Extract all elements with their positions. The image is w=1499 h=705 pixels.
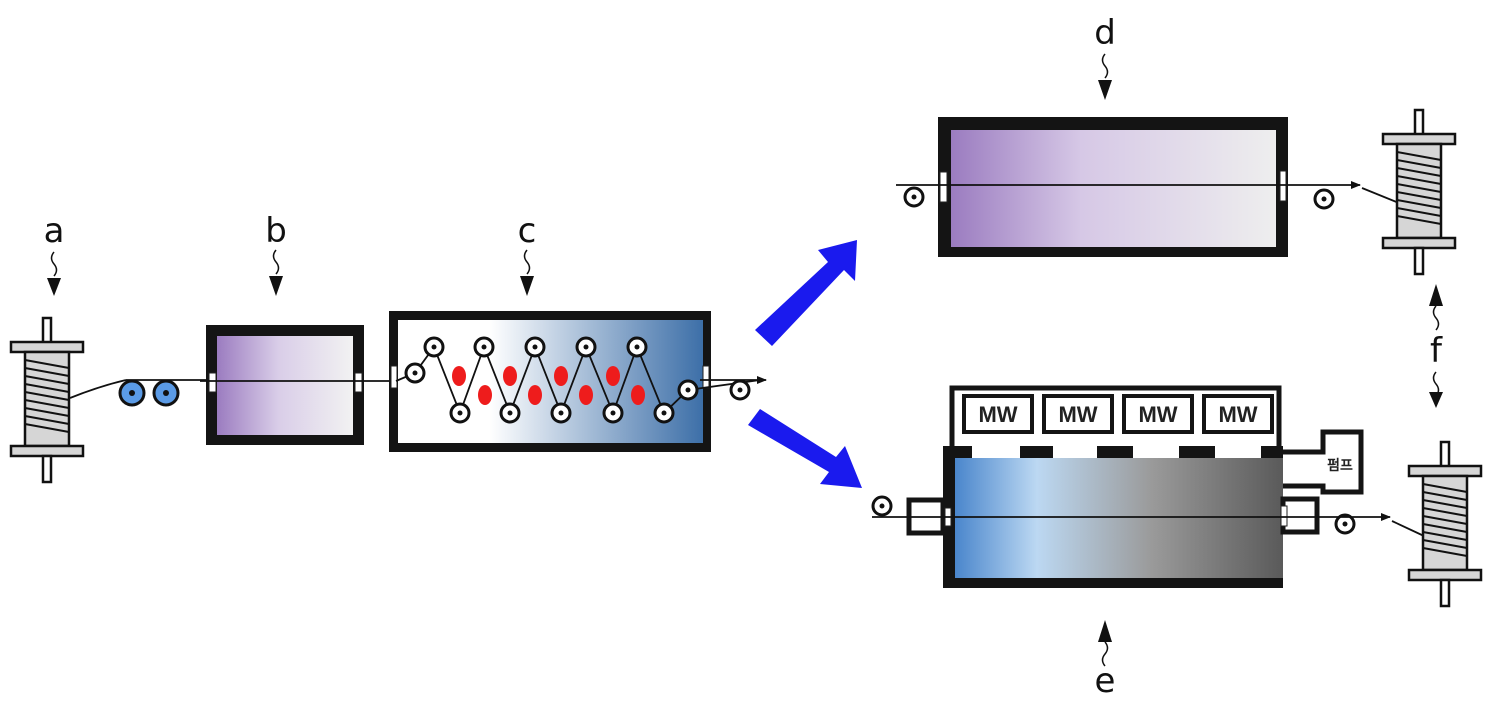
callout-arrow-icon <box>1098 80 1112 100</box>
microwave-unit: MW <box>1042 394 1114 434</box>
label-a-text: a <box>44 211 65 251</box>
mw-label: MW <box>1058 402 1097 427</box>
callout-squiggle <box>523 249 531 275</box>
pump-label: 펌프 <box>1327 457 1353 474</box>
callout-arrow-up-icon <box>1429 284 1443 306</box>
fiber-zigzag-path <box>395 344 761 416</box>
callout-squiggle <box>1101 53 1109 79</box>
feed-rollers <box>118 379 180 407</box>
label-b: b <box>265 211 287 296</box>
branch-arrow-up-icon <box>755 240 857 346</box>
callout-arrow-icon <box>47 278 61 296</box>
label-d: d <box>1094 13 1116 100</box>
chamber-b <box>206 325 364 445</box>
fiber-line <box>69 379 127 399</box>
mw-label: MW <box>1218 402 1257 427</box>
callout-squiggle <box>50 251 58 277</box>
guide-roller-icon <box>903 186 925 208</box>
take-up-bobbin-icon <box>1407 440 1483 608</box>
label-f: f <box>1429 284 1443 408</box>
label-c: c <box>518 211 537 296</box>
callout-squiggle <box>1101 641 1109 667</box>
microwave-unit: MW <box>962 394 1034 434</box>
label-d-text: d <box>1094 13 1116 53</box>
guide-roller-icon <box>871 495 893 517</box>
label-e: e <box>1095 620 1116 701</box>
microwave-unit: MW <box>1122 394 1194 434</box>
label-a: a <box>44 211 65 296</box>
particles <box>452 366 645 405</box>
branch-arrow-down-icon <box>748 409 862 488</box>
callout-arrow-icon <box>269 276 283 296</box>
label-e-text: e <box>1095 661 1116 701</box>
callout-squiggle <box>272 249 280 275</box>
microwave-units: MW MW MW MW <box>962 394 1274 434</box>
supply-bobbin-icon <box>9 316 85 484</box>
label-f-text: f <box>1430 331 1443 371</box>
guide-roller-icon <box>1313 188 1335 210</box>
label-b-text: b <box>265 211 287 251</box>
callout-arrow-down-icon <box>1429 392 1443 408</box>
take-up-bobbin-icon <box>1381 108 1457 276</box>
label-c-text: c <box>518 211 537 251</box>
mw-label: MW <box>978 402 1017 427</box>
callout-arrow-icon <box>1098 620 1112 642</box>
mw-label: MW <box>1138 402 1177 427</box>
callout-squiggle <box>1432 305 1440 331</box>
pump: 펌프 <box>1283 429 1364 495</box>
fiber-line <box>1361 187 1400 204</box>
microwave-unit: MW <box>1202 394 1274 434</box>
chamber-c <box>389 311 711 452</box>
chamber-d <box>938 117 1288 257</box>
callout-arrow-icon <box>520 276 534 296</box>
fiber-line <box>1391 520 1425 537</box>
